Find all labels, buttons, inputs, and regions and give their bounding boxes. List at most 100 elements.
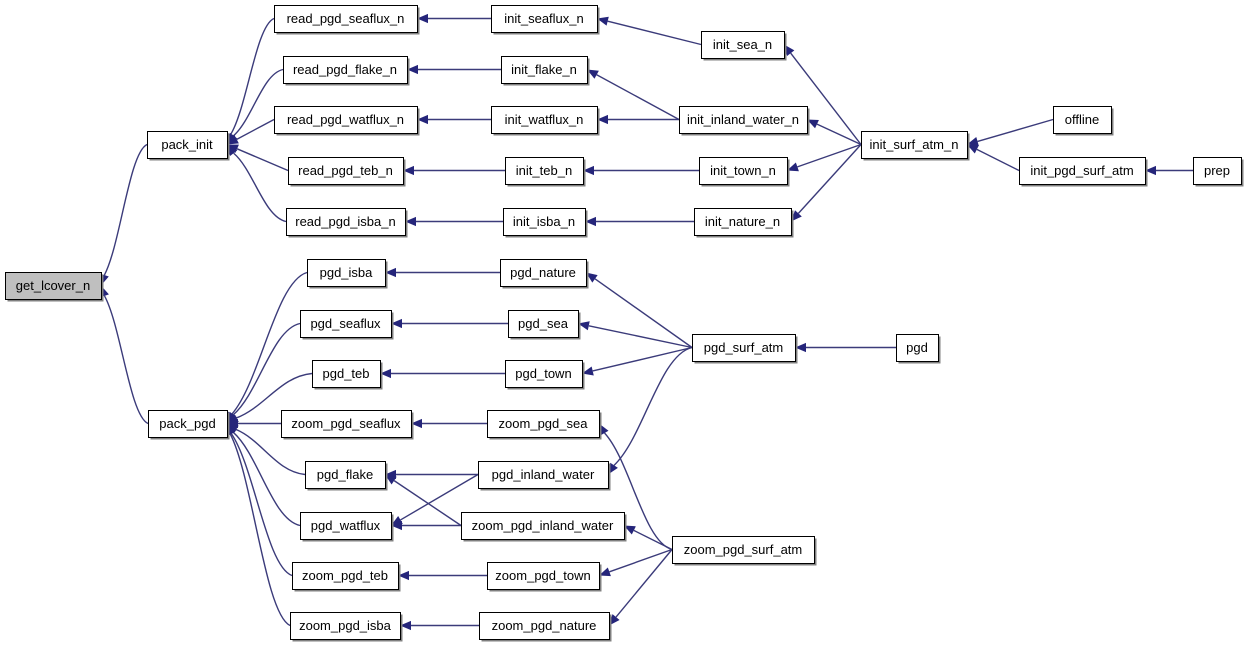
- node-box[interactable]: [300, 310, 392, 338]
- node-pgd_seaflux[interactable]: pgd_seaflux: [300, 310, 394, 340]
- node-box[interactable]: [861, 131, 968, 159]
- node-box[interactable]: [1053, 106, 1112, 134]
- edge-pgd_inland_water-to-pgd_flake: [385, 469, 478, 480]
- node-box[interactable]: [1193, 157, 1242, 185]
- node-box[interactable]: [461, 512, 625, 540]
- node-box[interactable]: [312, 360, 381, 388]
- node-init_sea_n[interactable]: init_sea_n: [701, 31, 787, 61]
- node-box[interactable]: [508, 310, 579, 338]
- node-box[interactable]: [694, 208, 792, 236]
- node-box[interactable]: [286, 208, 406, 236]
- node-box[interactable]: [288, 157, 404, 185]
- edge-init_teb_n-to-read_pgd_teb_n: [403, 165, 505, 176]
- edge-init_isba_n-to-read_pgd_isba_n: [405, 216, 503, 227]
- node-box[interactable]: [491, 106, 598, 134]
- node-box[interactable]: [487, 410, 600, 438]
- node-pgd_flake[interactable]: pgd_flake: [305, 461, 388, 491]
- arrowhead-icon: [597, 114, 608, 125]
- node-read_pgd_isba_n[interactable]: read_pgd_isba_n: [286, 208, 408, 238]
- node-box[interactable]: [701, 31, 785, 59]
- node-pgd_town[interactable]: pgd_town: [505, 360, 585, 390]
- node-box[interactable]: [896, 334, 939, 362]
- node-box[interactable]: [1019, 157, 1146, 185]
- node-pgd_watflux[interactable]: pgd_watflux: [300, 512, 394, 542]
- node-box[interactable]: [487, 562, 600, 590]
- node-init_surf_atm_n[interactable]: init_surf_atm_n: [861, 131, 970, 161]
- node-box[interactable]: [147, 131, 228, 159]
- node-read_pgd_flake_n[interactable]: read_pgd_flake_n: [283, 56, 410, 86]
- node-box[interactable]: [290, 612, 401, 640]
- node-box[interactable]: [148, 410, 228, 438]
- edge-zoom_pgd_nature-to-zoom_pgd_isba: [400, 620, 479, 631]
- node-box[interactable]: [491, 5, 598, 33]
- node-box[interactable]: [679, 106, 808, 134]
- node-init_teb_n[interactable]: init_teb_n: [505, 157, 586, 187]
- node-box[interactable]: [505, 157, 584, 185]
- node-box[interactable]: [478, 461, 609, 489]
- node-box[interactable]: [305, 461, 386, 489]
- arrowhead-icon: [807, 119, 819, 129]
- node-box[interactable]: [699, 157, 788, 185]
- node-zoom_pgd_teb[interactable]: zoom_pgd_teb: [292, 562, 401, 592]
- node-init_nature_n[interactable]: init_nature_n: [694, 208, 794, 238]
- node-box[interactable]: [274, 5, 418, 33]
- node-box[interactable]: [274, 106, 418, 134]
- edge-read_pgd_isba_n-to-pack_init: [227, 144, 287, 223]
- node-box[interactable]: [672, 536, 815, 564]
- arrowhead-icon: [227, 144, 238, 157]
- node-pack_pgd[interactable]: pack_pgd: [148, 410, 230, 440]
- node-read_pgd_watflux_n[interactable]: read_pgd_watflux_n: [274, 106, 420, 136]
- arrowhead-icon: [403, 165, 414, 176]
- edge-zoom_pgd_surf_atm-to-zoom_pgd_inland_water: [624, 525, 673, 551]
- node-box[interactable]: [5, 272, 102, 300]
- arrowhead-icon: [417, 13, 428, 24]
- edge-pack_init-to-get_lcover_n: [100, 143, 148, 286]
- edge-pgd_nature-to-pgd_isba: [385, 267, 500, 278]
- node-box[interactable]: [283, 56, 408, 84]
- node-pgd[interactable]: pgd: [896, 334, 941, 364]
- node-box[interactable]: [505, 360, 583, 388]
- node-box[interactable]: [281, 410, 412, 438]
- node-box[interactable]: [307, 259, 386, 287]
- node-read_pgd_seaflux_n[interactable]: read_pgd_seaflux_n: [274, 5, 420, 35]
- node-zoom_pgd_surf_atm[interactable]: zoom_pgd_surf_atm: [672, 536, 817, 566]
- node-box[interactable]: [479, 612, 610, 640]
- edges-layer: [100, 13, 1193, 631]
- node-init_flake_n[interactable]: init_flake_n: [501, 56, 590, 86]
- node-init_inland_water_n[interactable]: init_inland_water_n: [679, 106, 810, 136]
- node-box[interactable]: [503, 208, 586, 236]
- node-pgd_teb[interactable]: pgd_teb: [312, 360, 383, 390]
- edge-prep-to-init_pgd_surf_atm: [1145, 165, 1193, 176]
- node-prep[interactable]: prep: [1193, 157, 1244, 187]
- node-pgd_surf_atm[interactable]: pgd_surf_atm: [692, 334, 798, 364]
- node-zoom_pgd_town[interactable]: zoom_pgd_town: [487, 562, 602, 592]
- node-get_lcover_n[interactable]: get_lcover_n: [5, 272, 104, 302]
- node-init_isba_n[interactable]: init_isba_n: [503, 208, 588, 238]
- node-offline[interactable]: offline: [1053, 106, 1114, 136]
- node-read_pgd_teb_n[interactable]: read_pgd_teb_n: [288, 157, 406, 187]
- node-zoom_pgd_isba[interactable]: zoom_pgd_isba: [290, 612, 403, 642]
- node-pgd_sea[interactable]: pgd_sea: [508, 310, 581, 340]
- node-zoom_pgd_seaflux[interactable]: zoom_pgd_seaflux: [281, 410, 414, 440]
- edge-init_surf_atm_n-to-init_nature_n: [791, 144, 862, 222]
- node-init_pgd_surf_atm[interactable]: init_pgd_surf_atm: [1019, 157, 1148, 187]
- node-box[interactable]: [292, 562, 399, 590]
- node-init_town_n[interactable]: init_town_n: [699, 157, 790, 187]
- arrowhead-icon: [599, 567, 611, 577]
- node-box[interactable]: [500, 259, 587, 287]
- node-pgd_isba[interactable]: pgd_isba: [307, 259, 388, 289]
- node-pgd_inland_water[interactable]: pgd_inland_water: [478, 461, 611, 491]
- arrowhead-icon: [967, 144, 979, 154]
- node-zoom_pgd_inland_water[interactable]: zoom_pgd_inland_water: [461, 512, 627, 542]
- node-init_seaflux_n[interactable]: init_seaflux_n: [491, 5, 600, 35]
- node-zoom_pgd_sea[interactable]: zoom_pgd_sea: [487, 410, 602, 440]
- node-pgd_nature[interactable]: pgd_nature: [500, 259, 589, 289]
- node-box[interactable]: [692, 334, 796, 362]
- arrowhead-icon: [407, 64, 418, 75]
- node-init_watflux_n[interactable]: init_watflux_n: [491, 106, 600, 136]
- edge-init_surf_atm_n-to-init_sea_n: [784, 44, 862, 145]
- node-zoom_pgd_nature[interactable]: zoom_pgd_nature: [479, 612, 612, 642]
- node-pack_init[interactable]: pack_init: [147, 131, 230, 161]
- node-box[interactable]: [501, 56, 588, 84]
- node-box[interactable]: [300, 512, 392, 540]
